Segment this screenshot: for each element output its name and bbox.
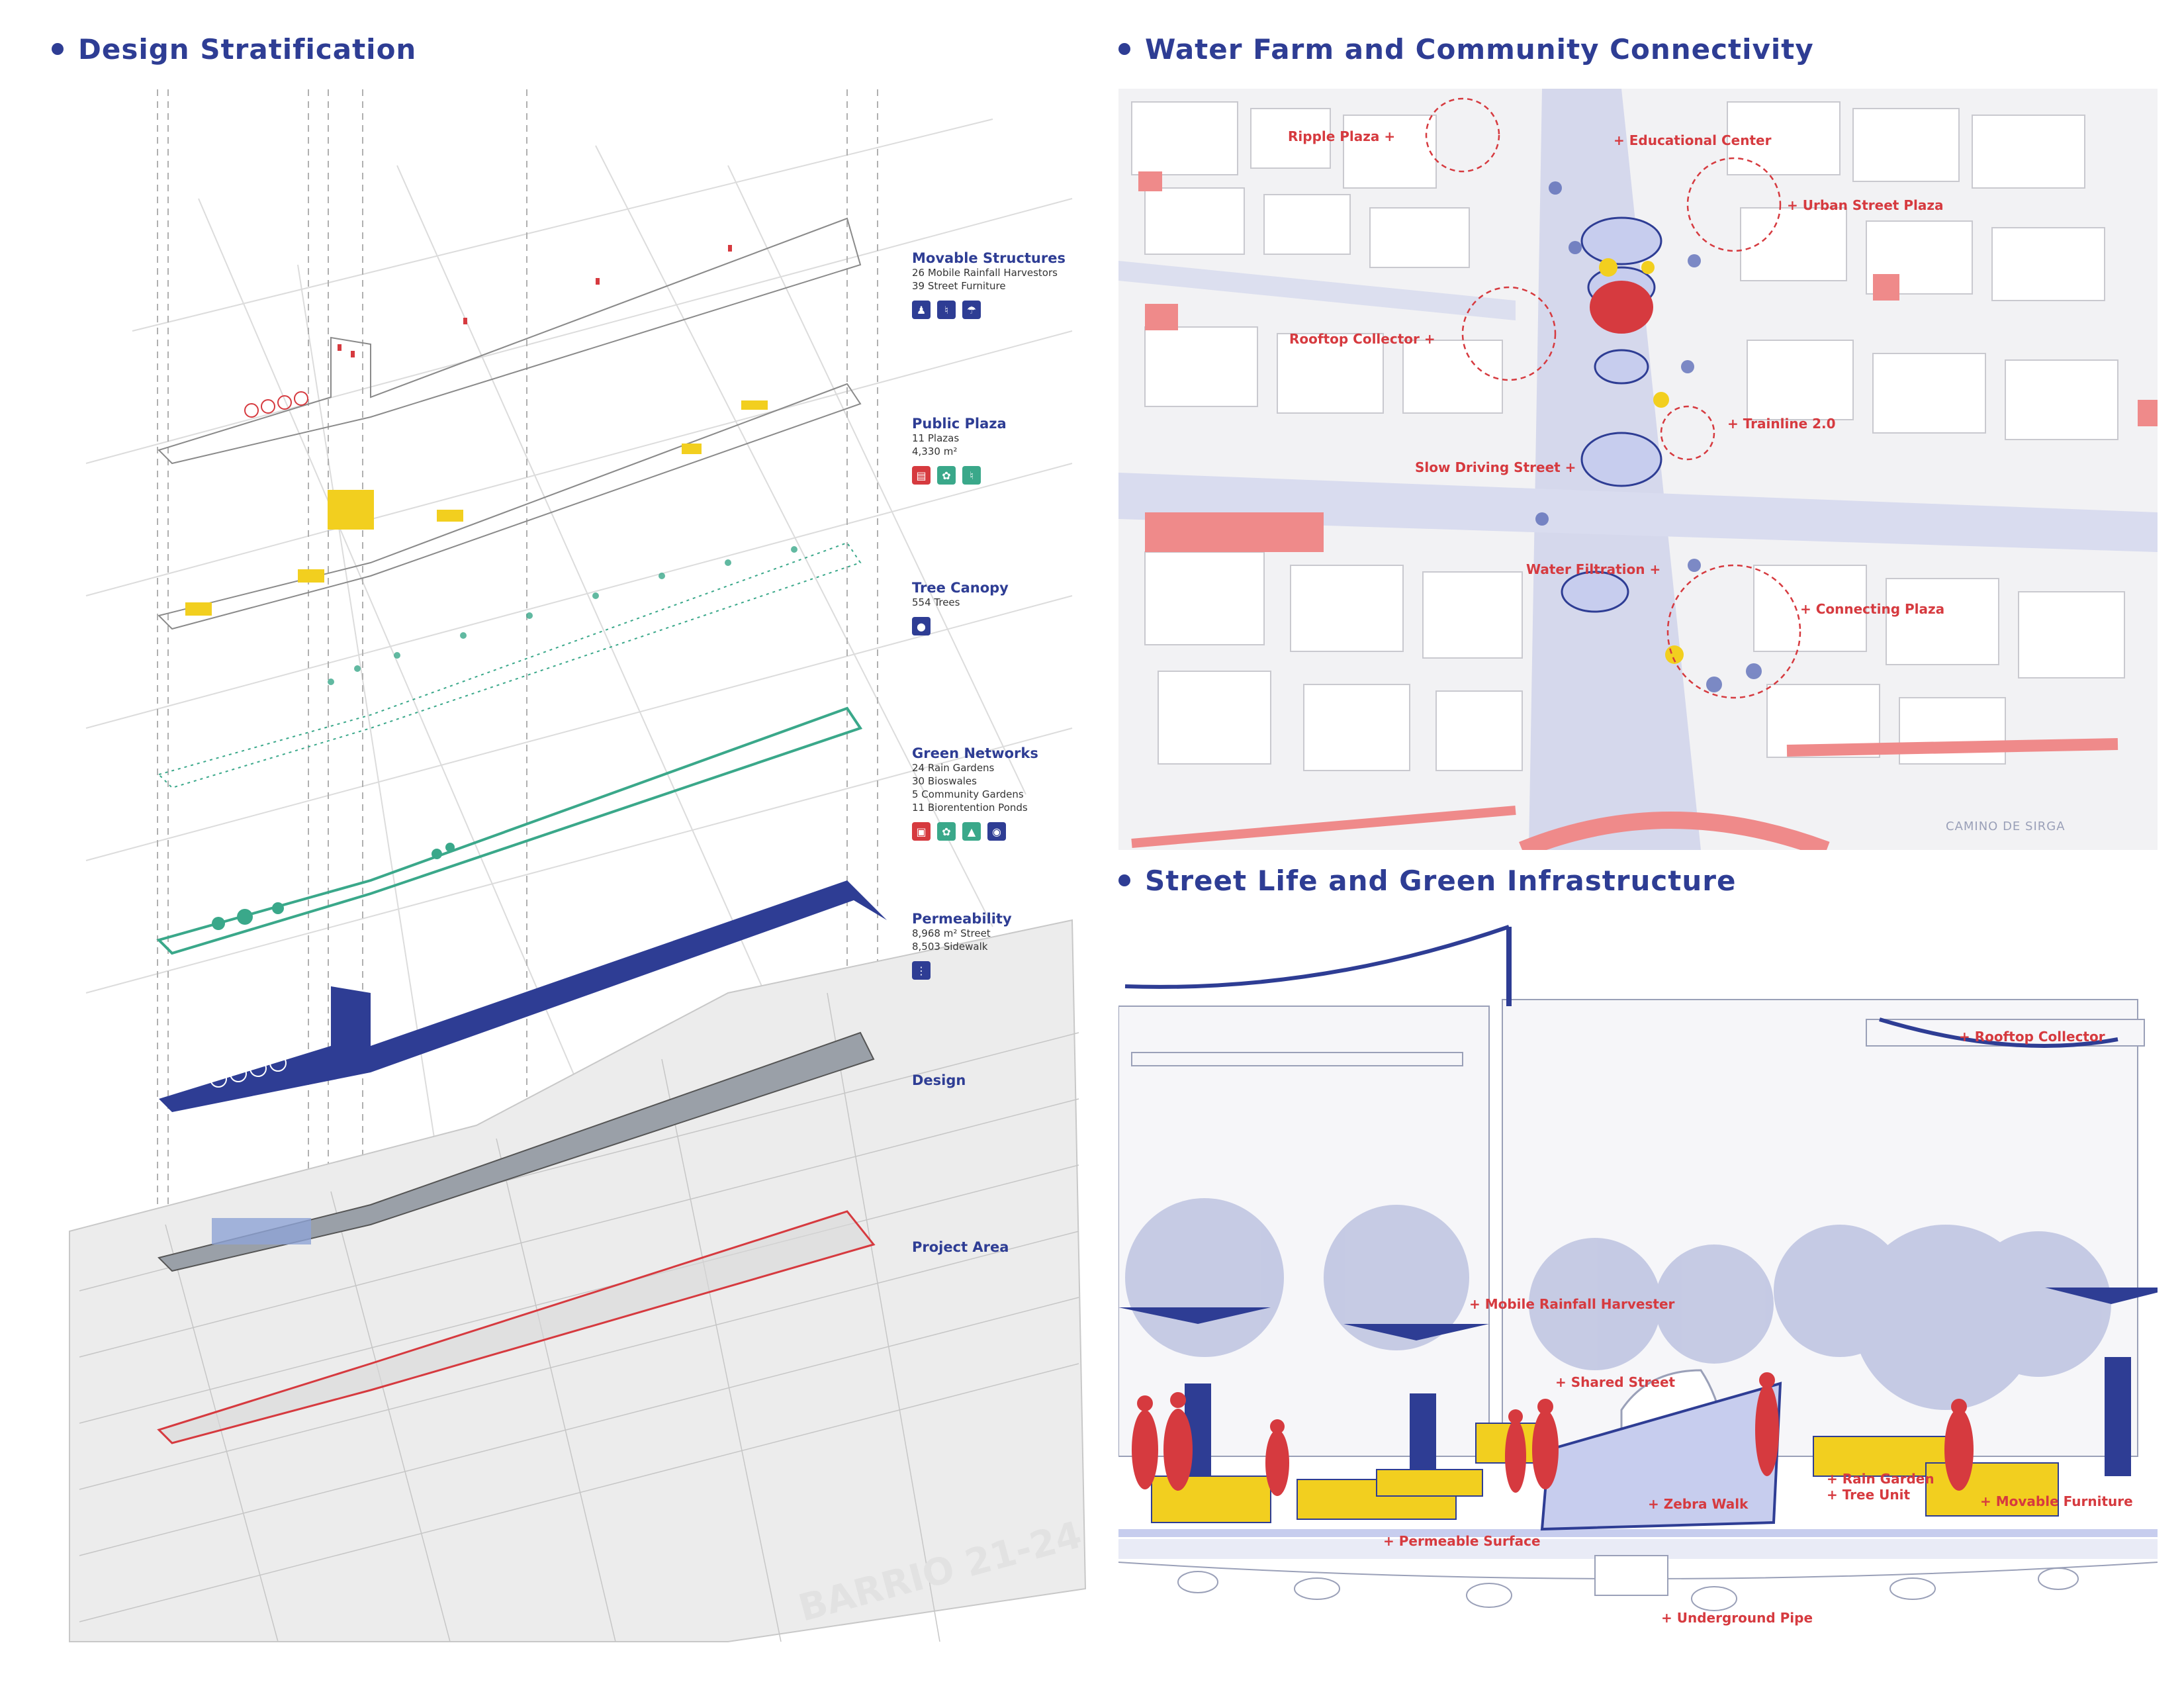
label-mobile-rainfall-harvester: + Mobile Rainfall Harvester <box>1469 1296 1675 1312</box>
garden-icon: ✿ <box>937 466 956 485</box>
community-garden-icon: ▲ <box>962 822 981 841</box>
permeable-icon: ⋮ <box>912 961 931 980</box>
label-tree-unit: + Tree Unit <box>1827 1487 1911 1503</box>
bullet-icon <box>1118 874 1130 886</box>
label-ripple-plaza: Ripple Plaza + <box>1288 128 1396 144</box>
legend-permeability: Permeability 8,968 m² Street 8,503 Sidew… <box>912 911 1111 980</box>
pond-icon: ◉ <box>987 822 1006 841</box>
label-shared-street: + Shared Street <box>1555 1374 1676 1390</box>
legend-line: 26 Mobile Rainfall Harvestors <box>912 267 1058 279</box>
label-underground-pipe: + Underground Pipe <box>1661 1610 1813 1626</box>
rain-garden-icon: ▣ <box>912 822 931 841</box>
bench-icon: ♮ <box>937 301 956 319</box>
legend-line: 11 Biorentention Ponds <box>912 802 1028 814</box>
legend-line: 39 Street Furniture <box>912 280 1006 292</box>
label-section-rooftop-collector: + Rooftop Collector <box>1959 1029 2105 1045</box>
legend-title: Project Area <box>912 1239 1009 1255</box>
legend-design: Design <box>912 1072 1111 1088</box>
stratification-diagram <box>69 89 1087 1642</box>
tree-icon: ● <box>912 617 931 635</box>
legend-line: 30 Bioswales <box>912 775 977 787</box>
legend-title: Tree Canopy <box>912 580 1009 596</box>
label-zebra-walk: + Zebra Walk <box>1648 1496 1749 1512</box>
bullet-icon <box>52 42 64 55</box>
label-camino-de-sirga: CAMINO DE SIRGA <box>1946 820 2066 833</box>
street-section-drawing <box>1118 925 2158 1611</box>
label-rooftop-collector: Rooftop Collector + <box>1289 331 1435 347</box>
bullet-icon <box>1118 42 1130 55</box>
label-slow-driving-street: Slow Driving Street + <box>1415 459 1576 475</box>
legend-title: Design <box>912 1072 966 1088</box>
aerial-view-panel: Ripple Plaza + + Educational Center + Ur… <box>1118 89 2158 850</box>
label-educational-center: + Educational Center <box>1614 132 1772 148</box>
label-urban-street-plaza: + Urban Street Plaza <box>1787 197 1944 213</box>
legend-tree-canopy: Tree Canopy 554 Trees ● <box>912 580 1111 635</box>
legend-project-area: Project Area <box>912 1239 1111 1255</box>
legend-title: Public Plaza <box>912 416 1007 432</box>
section-title-design-stratification: Design Stratification <box>52 33 416 66</box>
person-seated-icon: ♟ <box>912 301 931 319</box>
aerial-view-drawing <box>1118 89 2158 850</box>
legend-line: 8,968 m² Street <box>912 927 991 939</box>
legend-line: 24 Rain Gardens <box>912 762 995 774</box>
stair-icon: ▤ <box>912 466 931 485</box>
legend-title: Green Networks <box>912 745 1038 761</box>
harvester-icon: ☂ <box>962 301 981 319</box>
street-section-panel: + Rooftop Collector + Mobile Rainfall Ha… <box>1118 907 2158 1635</box>
legend-title: Permeability <box>912 911 1012 927</box>
legend-public-plaza: Public Plaza 11 Plazas 4,330 m² ▤ ✿ ♮ <box>912 416 1111 485</box>
bioswale-icon: ✿ <box>937 822 956 841</box>
legend-line: 554 Trees <box>912 596 960 608</box>
legend-line: 5 Community Gardens <box>912 788 1024 800</box>
legend-title: Movable Structures <box>912 250 1066 266</box>
bench-icon: ♮ <box>962 466 981 485</box>
label-water-filtration: Water Filtration + <box>1526 561 1661 577</box>
legend-movable-structures: Movable Structures 26 Mobile Rainfall Ha… <box>912 250 1111 319</box>
section-title-street-life: Street Life and Green Infrastructure <box>1118 865 1736 897</box>
label-trainline: + Trainline 2.0 <box>1727 416 1836 432</box>
legend-green-networks: Green Networks 24 Rain Gardens 30 Bioswa… <box>912 745 1111 841</box>
section-title-water-farm: Water Farm and Community Connectivity <box>1118 33 1814 66</box>
legend-line: 8,503 Sidewalk <box>912 941 988 953</box>
legend-line: 11 Plazas <box>912 432 960 444</box>
label-rain-garden: + Rain Garden <box>1827 1471 1934 1487</box>
label-permeable-surface: + Permeable Surface <box>1383 1533 1541 1549</box>
label-movable-furniture: + Movable Furniture <box>1980 1493 2133 1509</box>
label-connecting-plaza: + Connecting Plaza <box>1800 601 1945 617</box>
legend-line: 4,330 m² <box>912 445 958 457</box>
